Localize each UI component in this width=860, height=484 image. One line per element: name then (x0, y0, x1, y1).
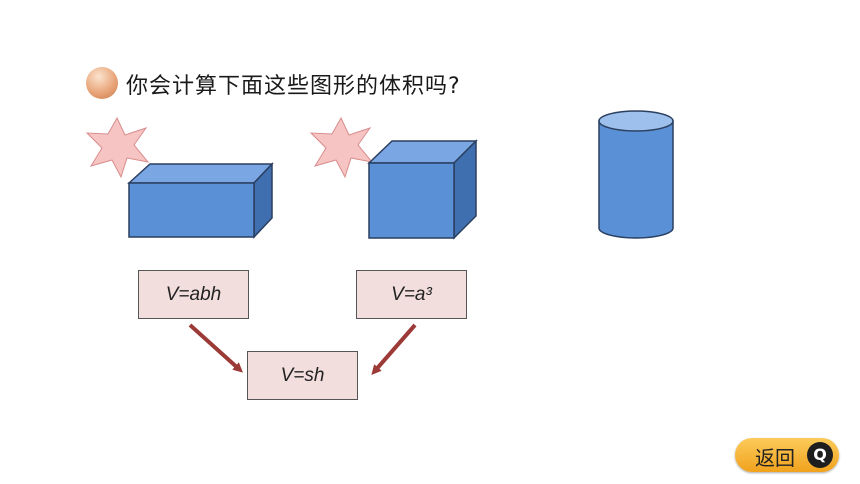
cylinder-shape (598, 110, 674, 239)
question-text: 你会计算下面这些图形的体积吗? (126, 74, 461, 99)
back-q-icon: Q (807, 442, 833, 468)
bullet-icon (86, 67, 118, 99)
back-button[interactable]: 返回 Q (735, 438, 839, 472)
star-icon (309, 116, 374, 179)
arrow-left (188, 323, 243, 373)
formula-cube: V=a³ (356, 270, 467, 319)
formula-general: V=sh (247, 351, 358, 400)
arrow-right (371, 323, 417, 376)
star-icon (85, 116, 150, 179)
back-button-label: 返回 (755, 446, 795, 470)
formula-cuboid: V=abh (138, 270, 249, 319)
cube-shape (367, 139, 478, 240)
cuboid-shape (127, 162, 274, 239)
